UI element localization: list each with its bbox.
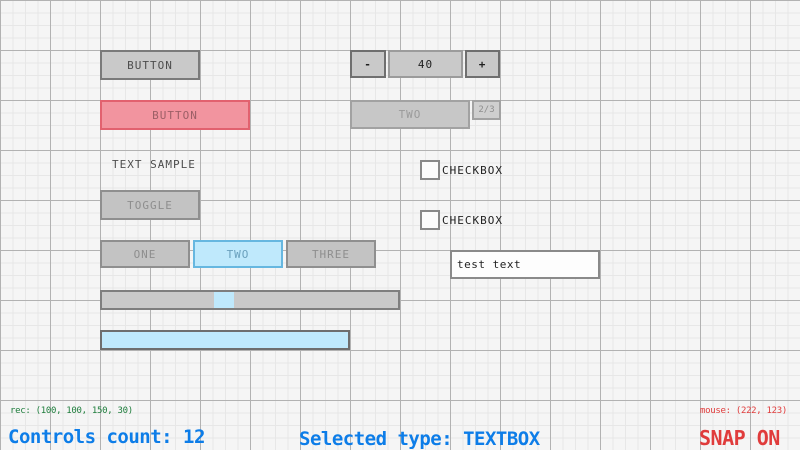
spinner-value-text: 40 — [417, 57, 434, 71]
selected-button-label: BUTTON — [152, 108, 198, 122]
slider-knob[interactable] — [214, 292, 234, 308]
value-bar-control[interactable] — [100, 330, 350, 350]
checkbox-1[interactable] — [420, 160, 440, 180]
plus-icon: + — [478, 57, 487, 71]
toggle-group-item-two-active[interactable]: TWO — [193, 240, 283, 268]
toggle-control[interactable]: TOGGLE — [100, 190, 200, 220]
snap-mode-indicator[interactable]: SNAP ON — [699, 426, 780, 450]
textbox-input[interactable] — [450, 250, 600, 279]
toggle-group-label: TWO — [226, 247, 250, 261]
button-control[interactable]: BUTTON — [100, 50, 200, 80]
spinner-decrement-button[interactable]: - — [350, 50, 386, 78]
toggle-group-label: ONE — [133, 247, 157, 261]
combobox-control[interactable]: TWO — [350, 100, 470, 129]
minus-icon: - — [364, 57, 372, 71]
toggle-group-item-one[interactable]: ONE — [100, 240, 190, 268]
toggle-label: TOGGLE — [127, 198, 173, 212]
checkbox-2-label: CHECKBOX — [442, 214, 503, 227]
combobox-index-badge[interactable]: 2/3 — [472, 100, 501, 120]
button-label: BUTTON — [127, 58, 173, 72]
selected-button-control[interactable]: BUTTON — [100, 100, 250, 130]
combobox-selected-label: TWO — [398, 108, 422, 121]
text-sample-label: TEXT SAMPLE — [112, 158, 196, 171]
selection-rect-readout: rec: (100, 100, 150, 30) — [10, 406, 133, 416]
selected-type-status: Selected type: TEXTBOX — [299, 428, 540, 450]
toggle-group-item-three[interactable]: THREE — [286, 240, 376, 268]
toggle-group-label: THREE — [311, 247, 351, 261]
checkbox-2[interactable] — [420, 210, 440, 230]
combobox-index-text: 2/3 — [478, 105, 495, 115]
checkbox-1-label: CHECKBOX — [442, 164, 503, 177]
mouse-position-readout: mouse: (222, 123) — [700, 406, 788, 416]
spinner-increment-button[interactable]: + — [465, 50, 500, 78]
slider-control[interactable] — [100, 290, 400, 310]
spinner-value[interactable]: 40 — [388, 50, 463, 78]
controls-count-status: Controls count: 12 — [8, 426, 205, 448]
